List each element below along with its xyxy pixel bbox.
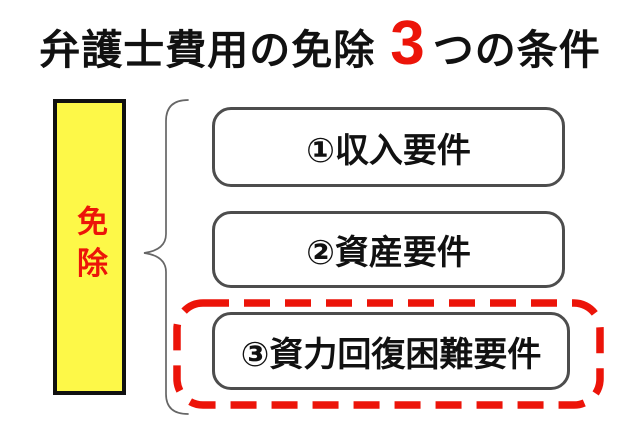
title-suffix: つの条件 bbox=[432, 27, 601, 73]
curly-brace-icon bbox=[143, 99, 189, 415]
condition-label-3: ③資力回復困難要件 bbox=[240, 335, 542, 374]
condition-label-1: ①収入要件 bbox=[306, 131, 471, 170]
title-number: 3 bbox=[390, 9, 425, 78]
condition-box-3: ③資力回復困難要件 bbox=[212, 312, 570, 390]
exemption-bar: 免除 bbox=[53, 99, 126, 395]
condition-box-1: ①収入要件 bbox=[212, 107, 565, 187]
exemption-label: 免除 bbox=[72, 205, 107, 289]
page-title: 弁護士費用の免除 3 つの条件 bbox=[0, 13, 640, 76]
condition-box-2: ②資産要件 bbox=[212, 211, 565, 288]
condition-label-2: ②資産要件 bbox=[306, 234, 471, 272]
title-prefix: 弁護士費用の免除 bbox=[39, 27, 376, 73]
